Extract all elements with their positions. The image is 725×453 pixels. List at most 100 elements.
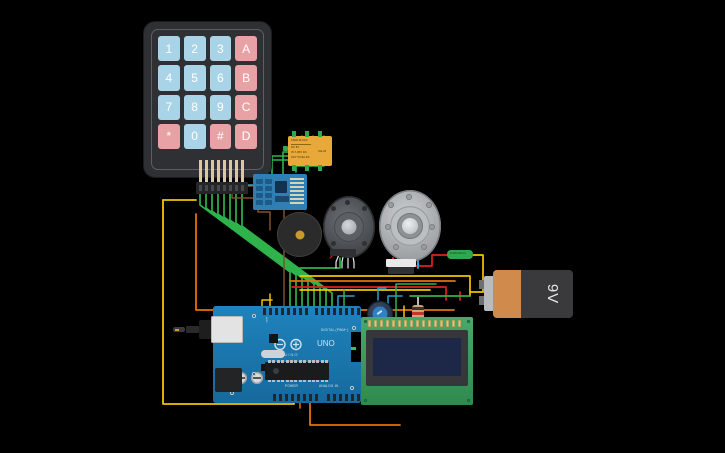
esp-pad[interactable]: [265, 186, 272, 191]
keypad-key-1[interactable]: 1: [158, 36, 180, 62]
module-tab-bot-2[interactable]: [305, 165, 309, 171]
keypad-pin-hole: [217, 185, 220, 191]
keypad-pin[interactable]: [205, 160, 208, 186]
stepper2-bolt: [385, 224, 391, 230]
keypad-pin[interactable]: [211, 160, 214, 186]
keypad-pin-header[interactable]: [196, 160, 248, 194]
chip-pin: [325, 360, 329, 363]
chip-pin: [290, 379, 293, 382]
esp-pad[interactable]: [256, 186, 263, 191]
chip-pin: [285, 379, 289, 382]
esp-pad-grid[interactable]: [256, 179, 272, 205]
keypad-pin[interactable]: [199, 160, 202, 186]
chip-pin: [316, 360, 320, 363]
chip-pin: [303, 360, 307, 363]
keypad[interactable]: 1 2 3 A 4 5 6 B 7 8 9 C * 0 # D: [144, 22, 271, 177]
keypad-key-0[interactable]: 0: [183, 123, 206, 149]
keypad-key-c[interactable]: C: [235, 94, 257, 120]
chip-pin: [268, 379, 271, 382]
inline-fuse[interactable]: FUSE 500mA: [447, 250, 473, 259]
keypad-key-3[interactable]: 3: [209, 36, 232, 62]
keypad-key-6[interactable]: 6: [209, 65, 232, 91]
keypad-key-grid[interactable]: 1 2 3 A 4 5 6 B 7 8 9 C * 0 # D: [158, 36, 257, 149]
esp-pad[interactable]: [256, 179, 263, 184]
esp-pad[interactable]: [265, 200, 272, 205]
keypad-key-a[interactable]: A: [235, 36, 257, 62]
keypad-pin[interactable]: [241, 160, 244, 186]
keypad-key-8[interactable]: 8: [183, 94, 206, 120]
keypad-key-5[interactable]: 5: [183, 65, 206, 91]
chip-pin: [272, 379, 276, 382]
arduino-atmega-chip: [265, 360, 329, 382]
lcd-16x2[interactable]: [361, 317, 473, 405]
arduino-analog-label: ANALOG IN: [319, 384, 339, 388]
stepper1-bolt: [362, 241, 367, 246]
chip-pin: [281, 360, 285, 363]
module-tab-bot-3[interactable]: [318, 165, 322, 171]
esp-pad[interactable]: [265, 179, 272, 184]
esp-pad[interactable]: [256, 193, 263, 198]
arduino-mount-hole: [252, 372, 256, 376]
esp-pad[interactable]: [265, 193, 272, 198]
keypad-pin[interactable]: [235, 160, 238, 186]
keypad-pin[interactable]: [229, 160, 232, 186]
keypad-key-d[interactable]: D: [235, 123, 257, 149]
module-tab-top-3[interactable]: [318, 131, 322, 137]
battery-terminal-positive[interactable]: [479, 280, 485, 289]
keypad-connector[interactable]: [196, 182, 248, 194]
arduino-digital-header[interactable]: [263, 308, 365, 315]
lcd-blue-wire: [377, 287, 387, 301]
battery-terminal-negative[interactable]: [479, 296, 485, 305]
arduino-mount-hole: [252, 314, 256, 318]
esp-chip-secondary: [275, 196, 289, 202]
keypad-key-7[interactable]: 7: [158, 94, 180, 120]
battery-voltage-label: 9V: [544, 283, 562, 305]
stepper2-connector-white[interactable]: [386, 259, 416, 267]
chip-pin: [298, 379, 302, 382]
stepper-motor-large[interactable]: [379, 190, 441, 262]
chip-notch-icon: [273, 368, 279, 374]
keypad-key-star[interactable]: *: [158, 123, 180, 149]
battery-9v[interactable]: 9V: [493, 270, 573, 318]
keypad-pin-hole: [229, 185, 232, 191]
keypad-key-b[interactable]: B: [235, 65, 257, 91]
chip-pin: [281, 379, 285, 382]
chip-pin: [307, 360, 311, 363]
chip-pin: [316, 379, 320, 382]
stepper-motor-small[interactable]: [323, 196, 375, 258]
keypad-key-9[interactable]: 9: [209, 94, 232, 120]
keypad-pin[interactable]: [217, 160, 220, 186]
bus-red-wire: [291, 286, 447, 301]
stepper2-hub: [402, 218, 418, 234]
arduino-power-analog-header[interactable]: [241, 394, 361, 401]
esp8266-wifi-module[interactable]: [253, 174, 307, 210]
keypad-key-2[interactable]: 2: [183, 36, 206, 62]
stepper1-bolt: [345, 200, 350, 205]
lcd-screw: [364, 320, 367, 323]
piezo-buzzer[interactable]: [277, 212, 322, 257]
usb-cable-plug[interactable]: [199, 320, 213, 339]
stepper1-bolt: [331, 241, 336, 246]
arduino-mount-hole: [350, 386, 354, 390]
keypad-key-4[interactable]: 4: [158, 65, 180, 91]
chip-pin: [272, 360, 276, 363]
keypad-key-hash[interactable]: #: [209, 123, 232, 149]
module-tab-bot-1[interactable]: [292, 165, 296, 171]
stepper2-connector-black[interactable]: [388, 267, 414, 274]
module-tab-top-2[interactable]: [305, 131, 309, 137]
arduino-usb-connector[interactable]: [211, 316, 243, 343]
stepper1-connector[interactable]: [330, 249, 356, 256]
voltage-regulator-module[interactable]: KSD0-M-0C0 DC 5V IN 7-35V DC OUT 5V/2A D…: [288, 131, 332, 171]
module-tab-top-1[interactable]: [292, 131, 296, 137]
arduino-barrel-jack[interactable]: [215, 368, 242, 392]
stepper2-bolt: [421, 244, 427, 250]
esp-pad[interactable]: [256, 200, 263, 205]
bus-yellow-wire: [299, 275, 471, 297]
stepper2-bolt: [429, 224, 435, 230]
module-line-1: KSD0-M-0C0: [291, 139, 308, 142]
keypad-pin[interactable]: [223, 160, 226, 186]
potentiometer-indicator-icon: [376, 309, 383, 316]
lcd-pin-header[interactable]: [368, 320, 466, 327]
chip-pin: [276, 360, 280, 363]
